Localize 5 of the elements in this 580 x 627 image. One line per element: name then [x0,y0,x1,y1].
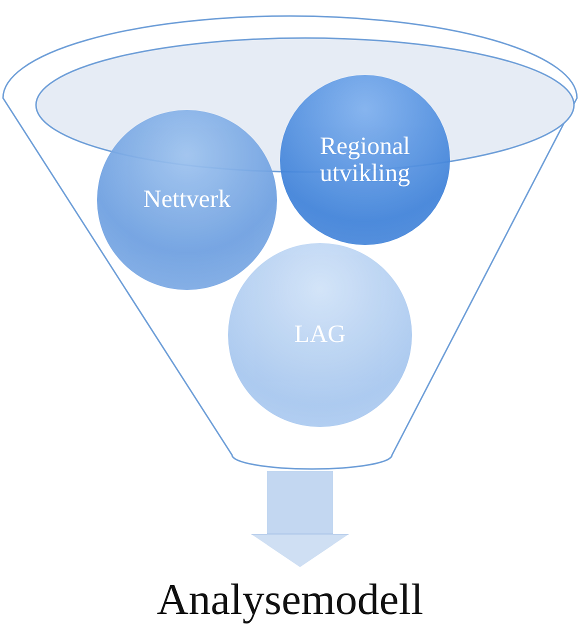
model-title: Analysemodell [156,578,424,622]
circle-label: Nettverk [143,186,231,214]
down-arrow [251,471,349,567]
circle-label: LAG [294,321,346,349]
circle-label: Regional utvikling [318,132,412,188]
